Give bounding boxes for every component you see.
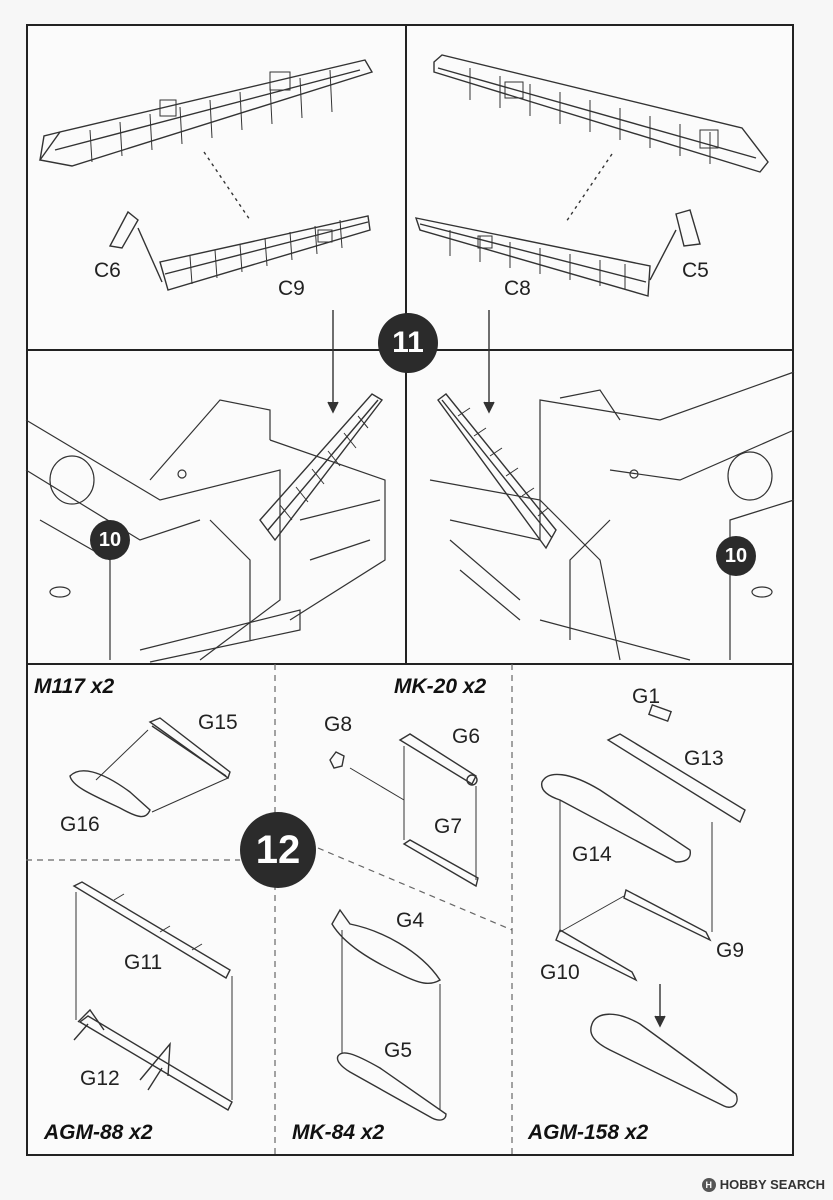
label-g7: G7	[434, 815, 463, 838]
label-c9: C9	[278, 277, 305, 300]
title-agm158: AGM-158 x2	[528, 1121, 649, 1144]
part-c6	[108, 210, 163, 283]
label-g9: G9	[716, 939, 745, 962]
missile-agm88	[72, 881, 233, 1111]
rib-installed-left	[259, 393, 384, 542]
bomb-m117	[69, 717, 231, 818]
label-g6: G6	[452, 725, 481, 748]
label-g5: G5	[384, 1039, 413, 1062]
label-g10: G10	[540, 961, 580, 984]
title-mk84: MK-84 x2	[292, 1121, 385, 1144]
bomb-mk20	[329, 733, 479, 888]
rib-c8	[414, 217, 651, 297]
label-g16: G16	[60, 813, 100, 836]
label-g14: G14	[572, 843, 612, 866]
label-g15: G15	[198, 711, 238, 734]
rib-upper-right	[433, 54, 769, 173]
guide-dotted-right	[565, 153, 613, 223]
label-g11: G11	[124, 951, 163, 974]
step12-dashed-dividers	[26, 664, 513, 1156]
title-mk20: MK-20 x2	[394, 675, 487, 698]
step-reference-10-right: 10	[716, 536, 756, 576]
arrow-right	[483, 310, 495, 414]
hobby-search-logo-icon: H	[701, 1177, 716, 1192]
fuselage-view-right	[429, 371, 795, 661]
missile-agm158	[541, 703, 746, 1108]
footer-watermark: H HOBBY SEARCH	[701, 1177, 825, 1192]
label-c6: C6	[94, 259, 121, 282]
label-g1: G1	[632, 685, 661, 708]
instruction-frame	[26, 24, 794, 1156]
rib-c9	[159, 215, 371, 291]
label-g13: G13	[684, 747, 724, 770]
guide-dotted-left	[203, 151, 251, 221]
title-m117: M117 x2	[34, 675, 115, 698]
bomb-mk84	[331, 908, 447, 1121]
title-agm88: AGM-88 x2	[44, 1121, 153, 1144]
label-c5: C5	[682, 259, 709, 282]
step-reference-10-left: 10	[90, 520, 130, 560]
rib-upper-left	[38, 59, 374, 167]
label-c8: C8	[504, 277, 531, 300]
label-g8: G8	[324, 713, 353, 736]
arrow-left	[327, 310, 339, 414]
rib-installed-right	[437, 393, 557, 550]
footer-brand: HOBBY SEARCH	[719, 1177, 825, 1192]
fuselage-view-left	[25, 399, 386, 663]
label-g4: G4	[396, 909, 425, 932]
step-number-11: 11	[378, 313, 438, 373]
label-g12: G12	[80, 1067, 120, 1090]
step-number-12: 12	[240, 812, 316, 888]
part-c5	[649, 209, 701, 281]
